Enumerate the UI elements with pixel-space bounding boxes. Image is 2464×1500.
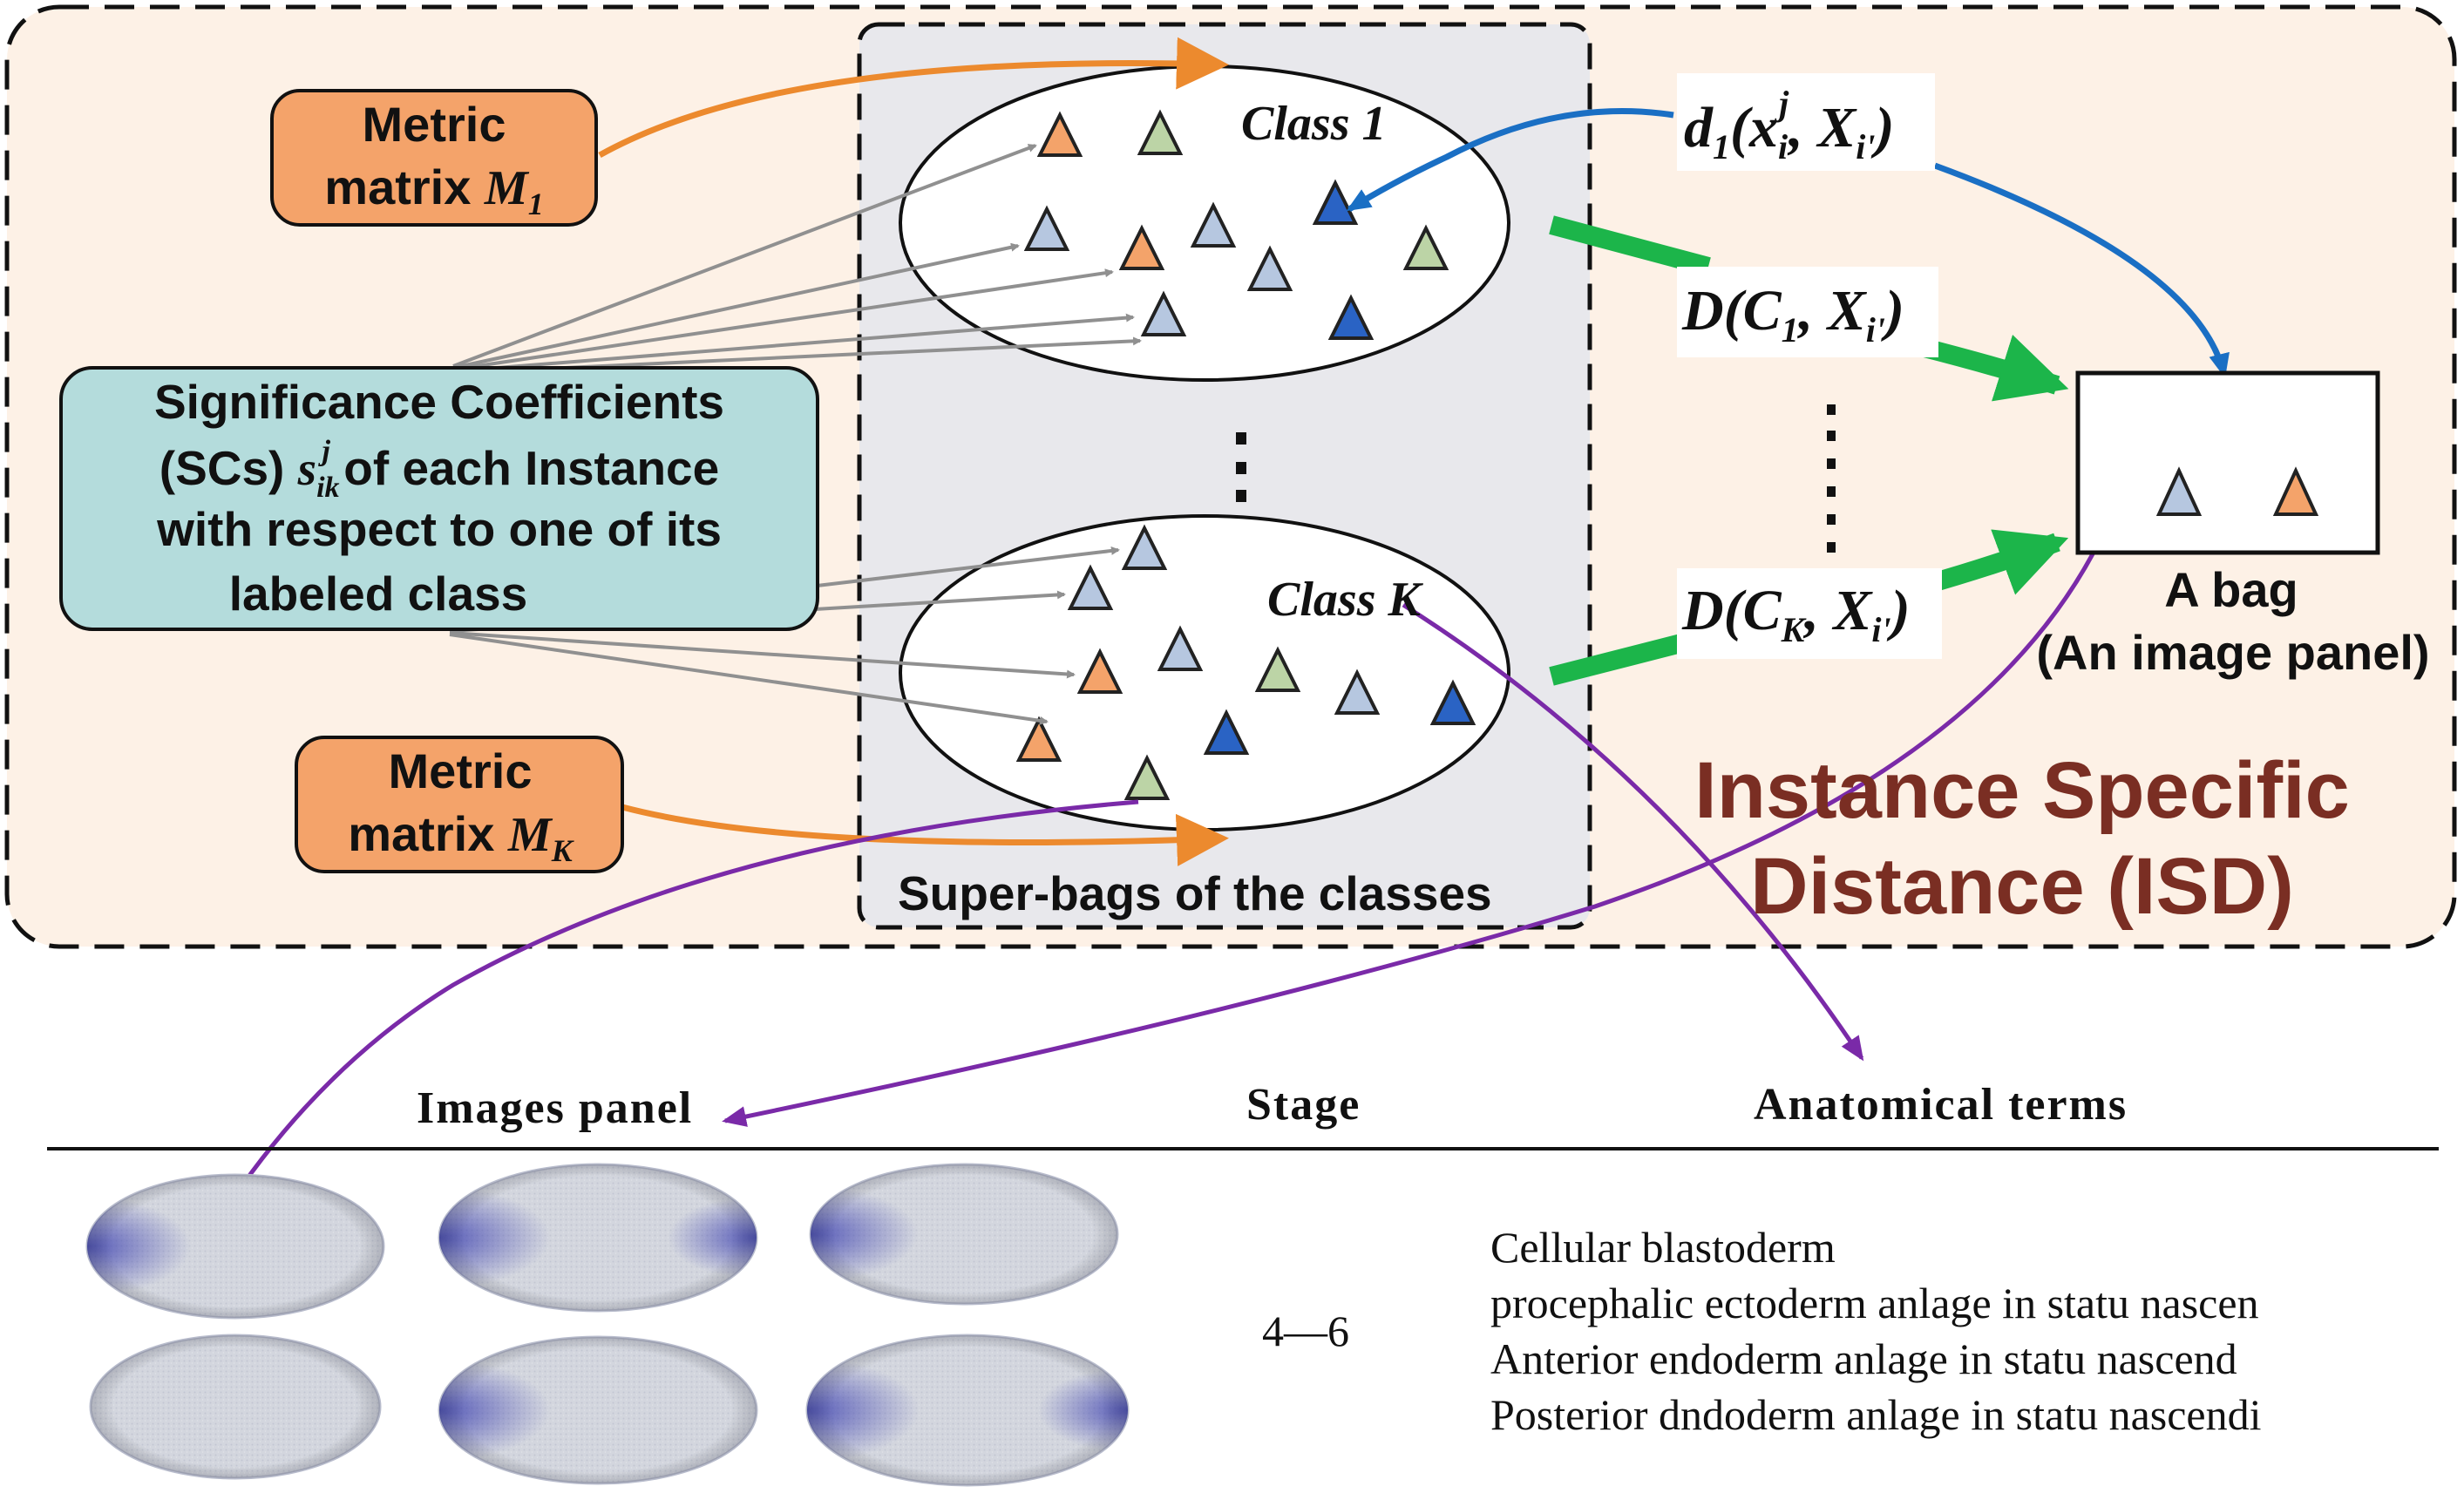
class-k-ellipse: [899, 514, 1510, 831]
D1-label: D(C1, Xi'): [1681, 279, 1904, 350]
d1-label-bg: [1677, 73, 1935, 171]
instance-triangle: [1254, 646, 1301, 692]
sc-box: [59, 366, 819, 631]
instance-triangle: [1246, 245, 1293, 291]
term-3: Anterior endoderm anlage in statu nascen…: [1490, 1334, 2237, 1383]
embryo-image: [805, 1334, 1130, 1487]
metric-1-line2: matrix M1: [324, 160, 543, 221]
embryo-image: [809, 1163, 1119, 1306]
class-k-instances: [1015, 524, 1476, 800]
instance-triangle: [1137, 109, 1184, 155]
metric-k-line1: Metric: [389, 743, 533, 798]
sc-line2: (SCs) sikj of each Instance: [160, 435, 719, 504]
instance-triangle: [1123, 754, 1171, 800]
instance-triangle: [1402, 224, 1449, 270]
bag-box: [2075, 370, 2380, 555]
instance-triangle: [1121, 524, 1168, 570]
embryo-image: [438, 1163, 758, 1313]
metric-k-box: [295, 736, 624, 873]
sc-line4: labeled class: [229, 567, 527, 621]
stage-value: 4—6: [1262, 1307, 1349, 1355]
instance-triangle: [1036, 111, 1083, 157]
instance-triangle: [1190, 201, 1237, 248]
metric-1-arrow: [598, 37, 1229, 159]
bag-to-images-panel-arrow: [722, 512, 2115, 1127]
instance-triangle: [1067, 564, 1114, 610]
instance-triangle: [1015, 716, 1062, 762]
instance-triangle: [1327, 294, 1375, 340]
sc-line3: with respect to one of its: [156, 502, 722, 556]
bag-instance-triangle: [2272, 466, 2319, 516]
term-2: procephalic ectoderm anlage in statu nas…: [1490, 1279, 2259, 1327]
embryo-image: [85, 1173, 385, 1320]
DK-label: D(CK, Xi'): [1681, 579, 1911, 649]
term-1: Cellular blastoderm: [1490, 1223, 1836, 1272]
header-stage: Stage: [1246, 1080, 1361, 1130]
D1-label-bg: [1677, 267, 1938, 357]
DK-label-bg: [1677, 568, 1942, 659]
distance-vdots: [1827, 404, 1836, 553]
instance-triangle: [1157, 625, 1204, 671]
d1-to-instance-arrow: [1346, 107, 1674, 212]
superbag-label: Super-bags of the classes: [898, 866, 1492, 920]
instance-triangle: [1203, 709, 1250, 755]
header-images-panel: Images panel: [417, 1083, 693, 1133]
isd-title-line2: Distance (ISD): [1750, 842, 2294, 931]
instance-triangle: [1023, 205, 1070, 251]
bag-label-2: (An image panel): [2036, 625, 2429, 680]
d1-to-bag-arrow: [1933, 162, 2230, 378]
bag-label-1: A bag: [2164, 562, 2298, 617]
class-k-label: Class K: [1267, 573, 1423, 627]
header-anatomical-terms: Anatomical terms: [1754, 1080, 2128, 1130]
instance-triangle: [1334, 669, 1381, 715]
embryo-image: [89, 1334, 382, 1480]
instance-triangle: [1118, 224, 1165, 270]
d1-label: d1(xij, Xi'): [1684, 84, 1894, 166]
instance-triangle: [1312, 179, 1359, 225]
metric-1-box: [270, 89, 598, 227]
class-vdots: [1236, 432, 1246, 502]
class-1-to-d1-arrow: [1549, 215, 1711, 276]
instance-to-embryo-arrow: [187, 799, 1139, 1271]
embryo-image: [438, 1335, 758, 1485]
class-1-label: Class 1: [1241, 97, 1387, 151]
embryo-images: [85, 1163, 1130, 1487]
instance-triangle: [1140, 290, 1187, 336]
metric-1-line1: Metric: [363, 97, 506, 152]
sc-line1: Significance Coefficients: [154, 375, 724, 429]
bag-instance-triangle: [2155, 466, 2203, 516]
isd-title-line1: Instance Specific: [1694, 746, 2350, 835]
term-4: Posterior dndoderm anlage in statu nasce…: [1490, 1390, 2262, 1439]
instance-triangle: [1429, 679, 1476, 725]
class-1-instances: [1023, 109, 1449, 340]
metric-k-line2: matrix MK: [348, 806, 574, 868]
class-k-to-terms-arrow: [1402, 602, 1864, 1062]
instance-triangle: [1076, 648, 1123, 694]
